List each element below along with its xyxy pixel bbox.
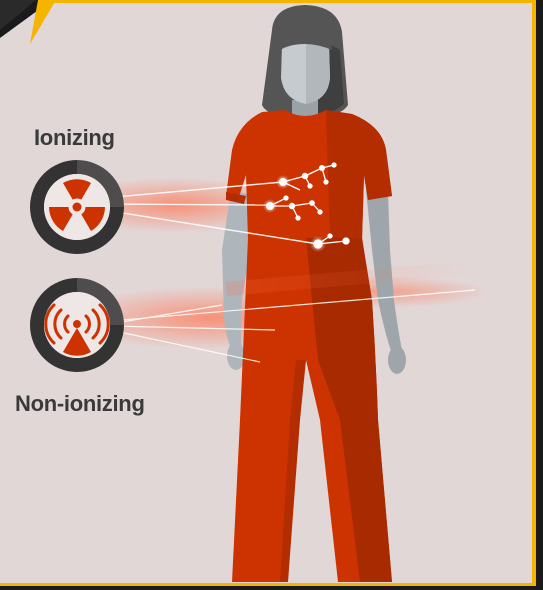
ionizing-radiation-icon — [30, 160, 124, 254]
frame-top-stripe — [40, 0, 536, 3]
non-ionizing-radiation-icon — [30, 278, 124, 372]
frame-bottom-stripe — [0, 583, 536, 586]
frame-right-stripe — [532, 0, 536, 590]
ionizing-label: Ionizing — [34, 125, 115, 151]
non-ionizing-label: Non-ionizing — [15, 391, 145, 417]
